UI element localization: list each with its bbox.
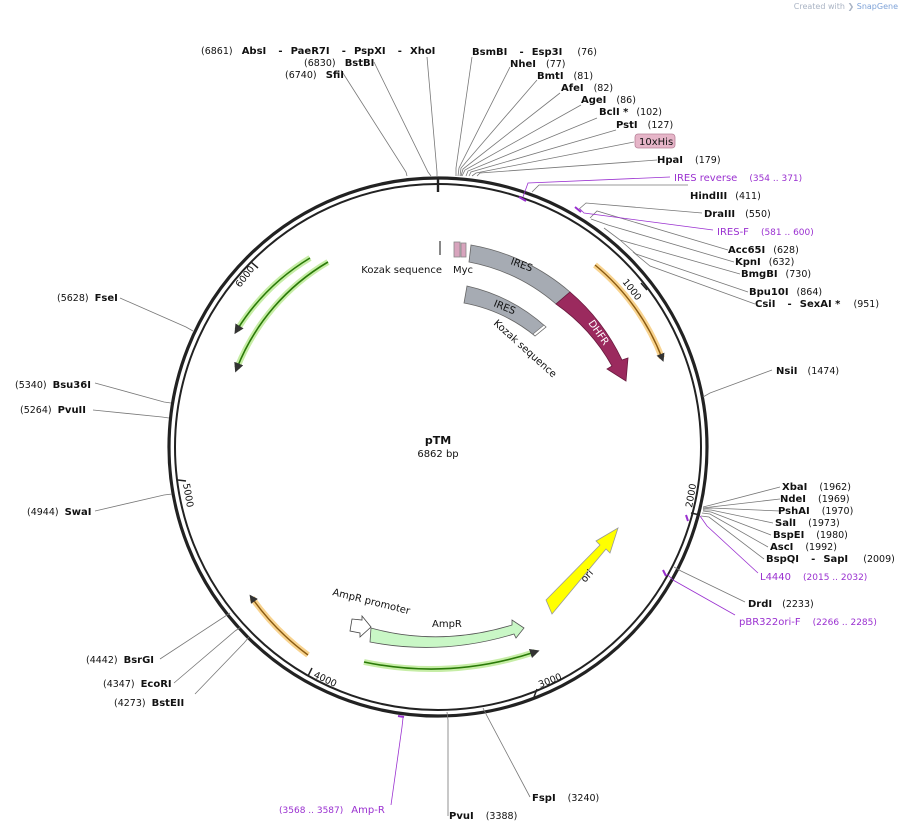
orf-green-3 [363,648,540,670]
his-tag-text: 10xHis [639,137,673,148]
site-hindiii: HindIII(411) [690,191,761,202]
leader-lines [92,56,781,816]
site-pvui: PvuI(3388) [449,811,517,822]
his-tag-box [453,241,461,258]
site-pshai: PshAI(1970) [778,506,853,517]
site-absi-group: (6861) AbsI - PaeR7I - PspXI - XhoI [201,39,435,58]
site-asci: AscI(1992) [770,542,837,553]
primer-ires-reverse: IRES reverse(354 .. 371) [674,173,802,184]
site-kpni: KpnI(632) [735,257,794,268]
site-sfii: (6740) SfiI [285,63,344,82]
tick-2000: 2000 [684,483,701,516]
ori-feature [545,527,619,615]
ampr-feature [369,619,525,648]
site-csii-group: CsiI - SexAI * (951) [755,292,879,311]
primer-amp-r: (3568 .. 3587)Amp-R [279,805,385,816]
backbone-inner-ring [174,183,702,711]
site-fsei: (5628)FseI [57,293,118,304]
orf-orange-1 [594,264,665,362]
dhfr-feature [555,291,629,382]
site-fspi: FspI(3240) [532,793,599,804]
backbone-outer-ring [167,176,709,718]
tick-5000: 5000 [177,479,195,509]
plasmid-size: 6862 bp [417,449,458,460]
kozak-label-1: Kozak sequence [361,265,442,276]
site-psti: PstI(127) [616,120,673,131]
site-bcli: BclI *(102) [599,107,662,118]
site-acc65i: Acc65I(628) [728,245,799,256]
site-swai: (4944)SwaI [27,507,92,518]
site-pvuii: (5264)PvuII [20,405,86,416]
site-bspqi-group: BspQI - SapI (2009) [766,547,895,566]
site-draiii: DraIII(550) [704,209,771,220]
site-sali: SalI(1973) [775,518,840,529]
site-bspei: BspEI(1980) [773,530,848,541]
ampr-promoter-feature [349,614,372,638]
site-xbai: XbaI(1962) [782,482,851,493]
site-hpai: HpaI(179) [657,155,721,166]
site-agei: AgeI(86) [581,95,636,106]
tick-label-2000: 2000 [684,483,699,509]
site-bmti: BmtI(81) [537,71,593,82]
snapgene-credit: Created with ❯ SnapGene [794,2,898,11]
site-afei: AfeI(82) [561,83,613,94]
myc-label: Myc [453,265,473,276]
site-bsteii: (4273)BstEII [114,698,184,709]
ampr-label: AmpR [432,619,462,630]
orf-orange-2 [249,594,309,656]
site-ecori: (4347)EcoRI [103,679,172,690]
orf-orange-2-glow [249,596,310,658]
site-drdi: DrdI(2233) [748,599,814,610]
myc-tag-box [460,242,467,258]
site-nhei: NheI(77) [510,59,566,70]
site-bstbi: (6830) BstBI [304,51,374,70]
site-bsu36i: (5340)Bsu36I [15,380,91,391]
primer-lines [390,176,759,806]
credit-prefix: Created with [793,2,845,11]
orf-green-2 [234,261,329,373]
site-bpu10i: Bpu10I(864) [749,287,822,298]
site-bmgbi: BmgBI(730) [741,269,811,280]
site-ndei: NdeI(1969) [780,494,850,505]
site-nsii: NsiI(1474) [776,366,839,377]
plasmid-name: pTM [425,434,451,447]
site-bsrgi: (4442)BsrGI [86,655,154,666]
primer-l4440: L4440(2015 .. 2032) [760,572,867,583]
kozak-bar-2 [532,324,547,337]
credit-brand: SnapGene [856,2,898,11]
ampr-promoter-label: AmpR promoter [331,587,412,617]
his-tag-label: 10xHis [634,133,676,149]
kozak-bar-1 [439,241,441,255]
primer-ires-f: IRES-F(581 .. 600) [717,227,814,238]
credit-brand-icon: ❯ [847,2,855,11]
tick-label-5000: 5000 [180,483,195,509]
orf-green-1 [234,257,311,335]
site-bsmbi-group: BsmBI - Esp3I (76) [472,40,597,59]
primer-pbr322ori-f: pBR322ori-F(2266 .. 2285) [739,617,877,628]
